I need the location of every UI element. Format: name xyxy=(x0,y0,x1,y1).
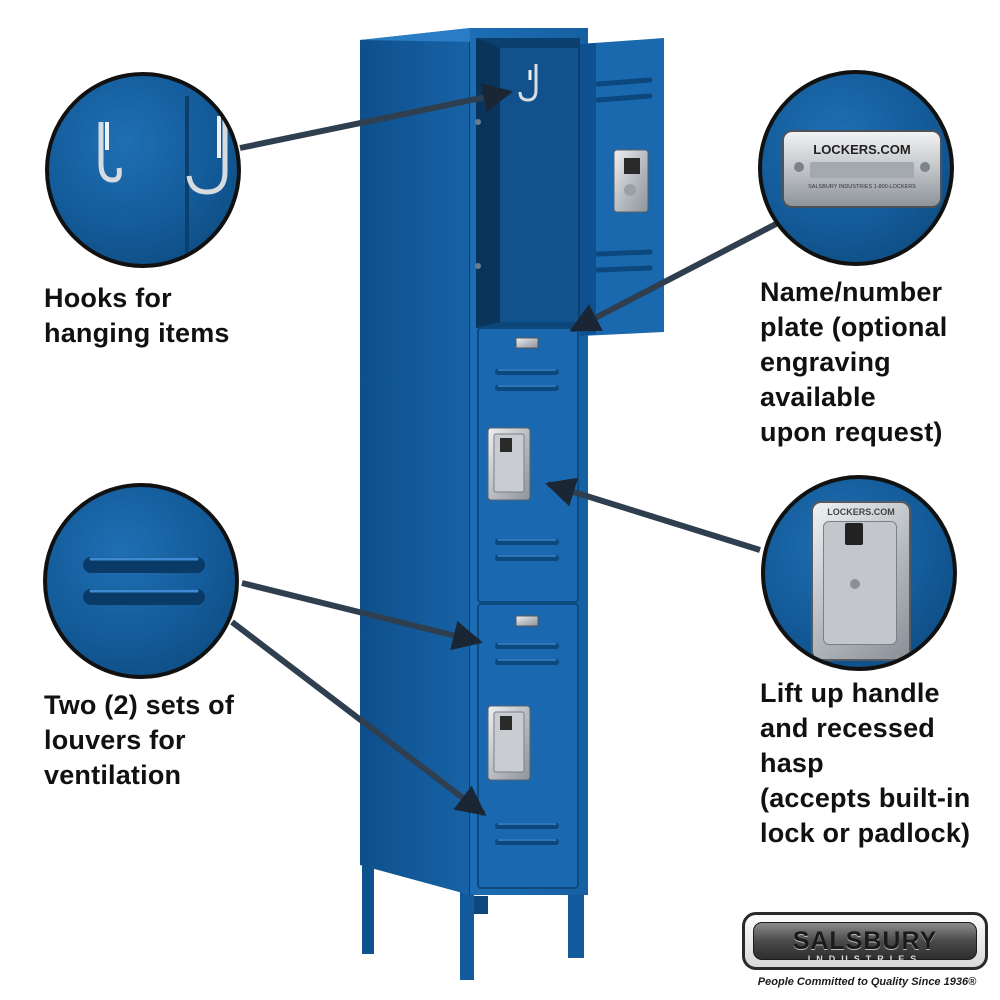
upper-compartment-interior xyxy=(475,38,580,328)
logo-tagline: People Committed to Quality Since 1936® xyxy=(757,976,977,988)
louvers-label: Two (2) sets of louvers for ventilation xyxy=(44,690,235,790)
logo-sub: INDUSTRIES xyxy=(807,954,923,964)
open-door xyxy=(580,38,664,336)
nameplate-detail-circle: LOCKERS.COM SALSBURY INDUSTRIES 1-800-LO… xyxy=(758,70,954,266)
callout-arrows xyxy=(230,82,778,817)
screw-right-icon xyxy=(920,162,930,172)
handle-label: Lift up handle and recessed hasp (accept… xyxy=(760,678,971,848)
locker-side-panel xyxy=(360,28,470,895)
lock-icon xyxy=(845,523,863,545)
hooks-label: Hooks for hanging items xyxy=(44,283,230,348)
nameplate-line: SALSBURY INDUSTRIES 1-800-LOCKERS xyxy=(808,184,916,190)
arrow-handle xyxy=(545,477,761,553)
nameplate: LOCKERS.COM SALSBURY INDUSTRIES 1-800-LO… xyxy=(782,130,942,208)
hook-icon xyxy=(98,96,228,256)
arrow-louvers-upper xyxy=(241,580,483,651)
lower-door xyxy=(477,603,579,889)
salsbury-logo: SALSBURY INDUSTRIES xyxy=(742,912,988,970)
middle-door xyxy=(477,327,579,603)
nameplate-label: Name/number plate (optional engraving av… xyxy=(760,277,948,447)
arrow-louvers-lower xyxy=(230,619,487,817)
arrow-nameplate xyxy=(569,221,778,333)
hasp-plate: LOCKERS.COM xyxy=(811,501,911,661)
hooks-detail-circle xyxy=(45,72,241,268)
arrow-hooks xyxy=(239,82,513,151)
screw-left-icon xyxy=(794,162,804,172)
nameplate-title: LOCKERS.COM xyxy=(813,142,911,157)
handle-detail-circle: LOCKERS.COM xyxy=(761,475,957,671)
hasp-stamp: LOCKERS.COM xyxy=(827,507,895,517)
logo-brand: SALSBURY xyxy=(792,927,938,955)
louver-icon xyxy=(83,557,205,605)
locker-legs xyxy=(362,862,584,980)
louvers-detail-circle xyxy=(43,483,239,679)
